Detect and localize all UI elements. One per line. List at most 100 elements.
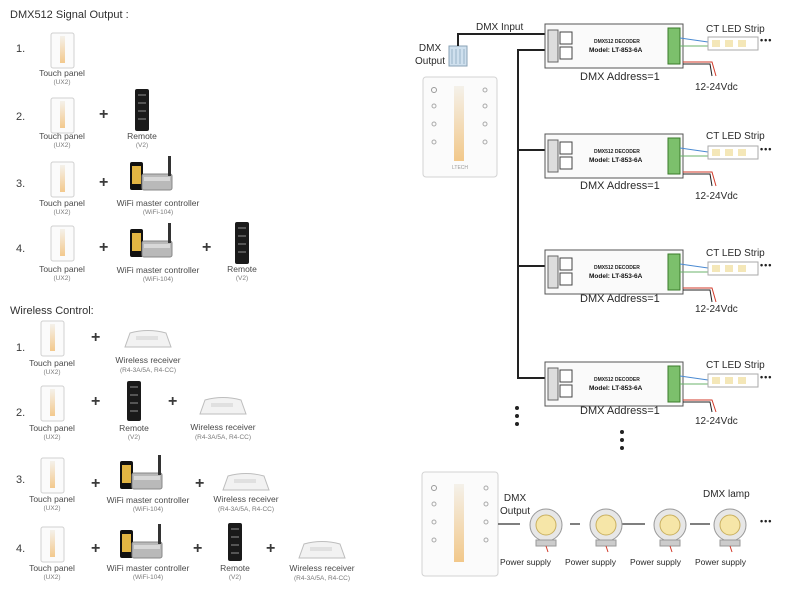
plus-sign: +	[266, 540, 276, 557]
device-name: Touch panel	[29, 563, 75, 573]
dmx-address-label: DMX Address=1	[580, 180, 660, 192]
dmx-lamp-label: DMX lamp	[703, 489, 750, 500]
touch-panel-icon	[50, 225, 75, 262]
device-name: Wireless receiver	[289, 563, 355, 573]
wifi-controller-item: WiFi master controller (WiFi-104)	[117, 221, 199, 286]
receiver-item: Wireless receiver (R4-3A/5A, R4-CC)	[115, 327, 181, 382]
touch-panel-item: Touch panel (UX2)	[39, 32, 85, 87]
dmx-lamp-icon	[653, 508, 687, 553]
plus-sign: +	[99, 174, 109, 191]
device-name: Remote	[127, 131, 157, 141]
wifi-controller-icon	[130, 223, 173, 258]
decoder-model: Model: LT-853-6A	[589, 47, 643, 54]
device-model: (R4-3A/5A, R4-CC)	[294, 575, 350, 582]
row-number: 2.	[16, 407, 26, 419]
device-name: Touch panel	[39, 131, 85, 141]
touch-panel-large-icon	[422, 76, 498, 178]
row-number: 3.	[16, 474, 26, 486]
device-model: (R4-3A/5A, R4-CC)	[195, 434, 251, 441]
device-name: WiFi master controller	[116, 265, 200, 275]
dmx-address-label: DMX Address=1	[580, 71, 660, 83]
plus-sign: +	[202, 239, 212, 256]
wifi-controller-item: WiFi master controller (WiFi-104)	[107, 455, 189, 520]
touch-panel-icon	[50, 32, 75, 69]
device-name: Touch panel	[39, 264, 85, 274]
plus-sign: +	[168, 393, 178, 410]
device-name: Touch panel	[29, 358, 75, 368]
row-number: 1.	[16, 43, 26, 55]
touch-panel-icon	[40, 457, 65, 494]
device-model: (R4-3A/5A, R4-CC)	[120, 367, 176, 374]
power-supply-label: Power supply	[695, 557, 747, 567]
continuation-dots: •••	[760, 260, 773, 270]
decoder-unit	[544, 361, 684, 407]
device-model: (WiFi-104)	[142, 276, 174, 283]
dmx-lamp-icon	[713, 508, 747, 553]
touch-panel-item: Touch panel (UX2)	[29, 526, 75, 586]
power-voltage-label: 12-24Vdc	[695, 191, 738, 202]
power-voltage-label: 12-24Vdc	[695, 416, 738, 427]
receiver-item: Wireless receiver (R4-3A/5A, R4-CC)	[289, 538, 355, 593]
dmx-output-title: DMX512 Signal Output :	[10, 9, 129, 21]
remote-icon	[135, 89, 149, 131]
remote-icon	[228, 523, 242, 561]
device-model: (WiFi-104)	[142, 209, 174, 216]
device-model: (UX2)	[43, 505, 61, 512]
decoder-model: Model: LT-853-6A	[589, 157, 643, 164]
wireless-control-title: Wireless Control:	[10, 305, 94, 317]
touch-panel-icon	[40, 385, 65, 422]
device-model: (UX2)	[53, 142, 71, 149]
device-model: (UX2)	[43, 574, 61, 581]
device-model: (UX2)	[53, 79, 71, 86]
device-model: (V2)	[228, 574, 242, 581]
plus-sign: +	[99, 106, 109, 123]
plus-sign: +	[91, 329, 101, 346]
remote-icon	[127, 381, 141, 421]
touch-panel-item: Touch panel (UX2)	[29, 385, 75, 445]
decoder-unit	[544, 23, 684, 69]
led-strip	[679, 36, 759, 77]
led-strip	[679, 261, 759, 303]
touch-panel-item: Touch panel (UX2)	[29, 320, 75, 380]
continuation-dots: •••	[760, 372, 773, 382]
touch-panel-icon	[50, 97, 75, 134]
row-number: 1.	[16, 342, 26, 354]
plus-sign: +	[91, 393, 101, 410]
dmx-lamp-icon	[529, 508, 563, 553]
plus-sign: +	[193, 540, 203, 557]
panel-brand: LTECH	[452, 165, 469, 171]
decoder-model: Model: LT-853-6A	[589, 385, 643, 392]
power-voltage-label: 12-24Vdc	[695, 304, 738, 315]
row-number: 4.	[16, 243, 26, 255]
touch-panel-item: Touch panel (UX2)	[39, 161, 85, 216]
row-number: 4.	[16, 543, 26, 555]
device-model: (UX2)	[43, 369, 61, 376]
remote-item: Remote (V2)	[122, 88, 162, 153]
vertical-continuation-dots	[620, 430, 626, 450]
remote-icon	[235, 222, 249, 264]
receiver-icon	[199, 397, 247, 415]
decoder-model: Model: LT-853-6A	[589, 273, 643, 280]
power-supply-label: Power supply	[500, 557, 552, 567]
ct-led-strip-label: CT LED Strip	[706, 131, 765, 142]
remote-item: Remote (V2)	[215, 522, 255, 587]
device-name: WiFi master controller	[106, 563, 190, 573]
device-model: (V2)	[135, 142, 149, 149]
row-number: 2.	[16, 111, 26, 123]
plus-sign: +	[99, 239, 109, 256]
dmx-address-label: DMX Address=1	[580, 293, 660, 305]
touch-panel-item: Touch panel (UX2)	[29, 457, 75, 517]
vertical-continuation-dots	[515, 406, 521, 426]
receiver-item: Wireless receiver (R4-3A/5A, R4-CC)	[190, 394, 256, 449]
decoder-title: DMX512 DECODER	[594, 39, 640, 45]
dmx-output-label: DMX Output	[500, 493, 531, 517]
power-supply-label: Power supply	[630, 557, 682, 567]
ct-led-strip-label: CT LED Strip	[706, 248, 765, 259]
device-name: Wireless receiver	[115, 355, 181, 365]
remote-item: Remote (V2)	[222, 221, 262, 286]
remote-item: Remote (V2)	[114, 380, 154, 445]
receiver-icon	[298, 541, 346, 559]
touch-panel-icon	[50, 161, 75, 198]
device-name: Wireless receiver	[190, 422, 256, 432]
